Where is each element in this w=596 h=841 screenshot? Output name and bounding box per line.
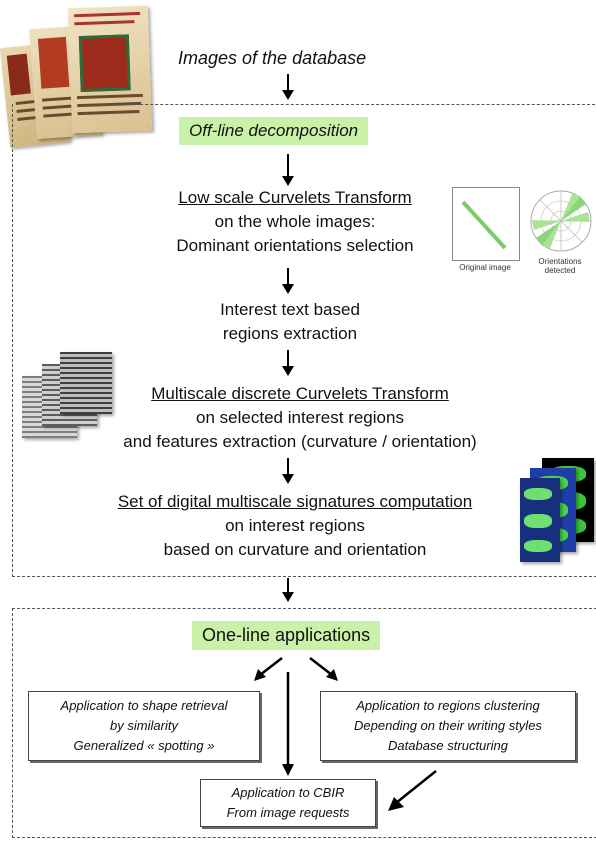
app-right-line3: Database structuring xyxy=(388,738,508,753)
orientation-wheel xyxy=(528,188,594,254)
text-region-3 xyxy=(60,352,112,414)
step2-line1: Interest text based xyxy=(220,300,360,319)
text-regions-stack xyxy=(22,352,114,444)
original-image-caption: Original image xyxy=(459,263,511,272)
step1-text: Low scale Curvelets Transform on the who… xyxy=(130,186,460,258)
step4-line3: based on curvature and orientation xyxy=(163,540,427,559)
arrow-offline-to-step1 xyxy=(282,154,294,186)
arrow-online-down xyxy=(282,672,294,776)
arrow-step2-to-step3 xyxy=(282,350,294,376)
step3-text: Multiscale discrete Curvelets Transform … xyxy=(70,382,530,454)
online-applications-label: One-line applications xyxy=(192,621,381,650)
arrow-online-right xyxy=(309,657,338,681)
app-bottom-line2: From image requests xyxy=(226,805,350,820)
step4-text: Set of digital multiscale signatures com… xyxy=(60,490,530,562)
arrow-right-to-cbir xyxy=(388,770,437,811)
step2-line2: regions extraction xyxy=(222,324,358,343)
app-right-line2: Depending on their writing styles xyxy=(354,718,542,733)
step3-title: Multiscale discrete Curvelets Transform xyxy=(151,384,449,403)
offline-section-top-border xyxy=(100,104,595,105)
step4-line2: on interest regions xyxy=(225,516,365,535)
app-left-line2: by similarity xyxy=(110,718,178,733)
arrow-step3-to-step4 xyxy=(282,458,294,484)
signature-map-3 xyxy=(520,478,560,562)
app-cbir-box: Application to CBIR From image requests xyxy=(200,779,376,827)
step4-title: Set of digital multiscale signatures com… xyxy=(117,492,473,511)
offline-section-box xyxy=(12,104,596,577)
arrow-online-left xyxy=(254,657,283,681)
orientations-caption: Orientations detected xyxy=(538,257,582,275)
step3-line2: on selected interest regions xyxy=(196,408,404,427)
step1-title: Low scale Curvelets Transform xyxy=(178,188,412,207)
diagonal-line-icon xyxy=(461,200,507,250)
signature-stack xyxy=(520,458,596,562)
step1-line3: Dominant orientations selection xyxy=(176,236,414,255)
app-bottom-line1: Application to CBIR xyxy=(231,785,345,800)
arrow-offline-to-online xyxy=(282,578,294,602)
orientation-rose-icon xyxy=(530,190,592,252)
step2-text: Interest text based regions extraction xyxy=(170,298,410,346)
offline-decomposition-label: Off-line decomposition xyxy=(179,117,369,145)
arrow-step1-to-step2 xyxy=(282,268,294,294)
app-regions-clustering-box: Application to regions clustering Depend… xyxy=(320,691,576,761)
app-right-line1: Application to regions clustering xyxy=(356,698,540,713)
online-section-box xyxy=(12,608,596,838)
app-left-line1: Application to shape retrieval xyxy=(60,698,228,713)
original-image-thumbnail xyxy=(452,187,520,261)
step3-line3: and features extraction (curvature / ori… xyxy=(123,432,477,451)
arrow-top-to-offline xyxy=(282,74,294,100)
app-shape-retrieval-box: Application to shape retrieval by simila… xyxy=(28,691,260,761)
database-images-label: Images of the database xyxy=(178,48,367,68)
app-left-line3: Generalized « spotting » xyxy=(73,738,215,753)
step1-line2: on the whole images: xyxy=(214,212,376,231)
